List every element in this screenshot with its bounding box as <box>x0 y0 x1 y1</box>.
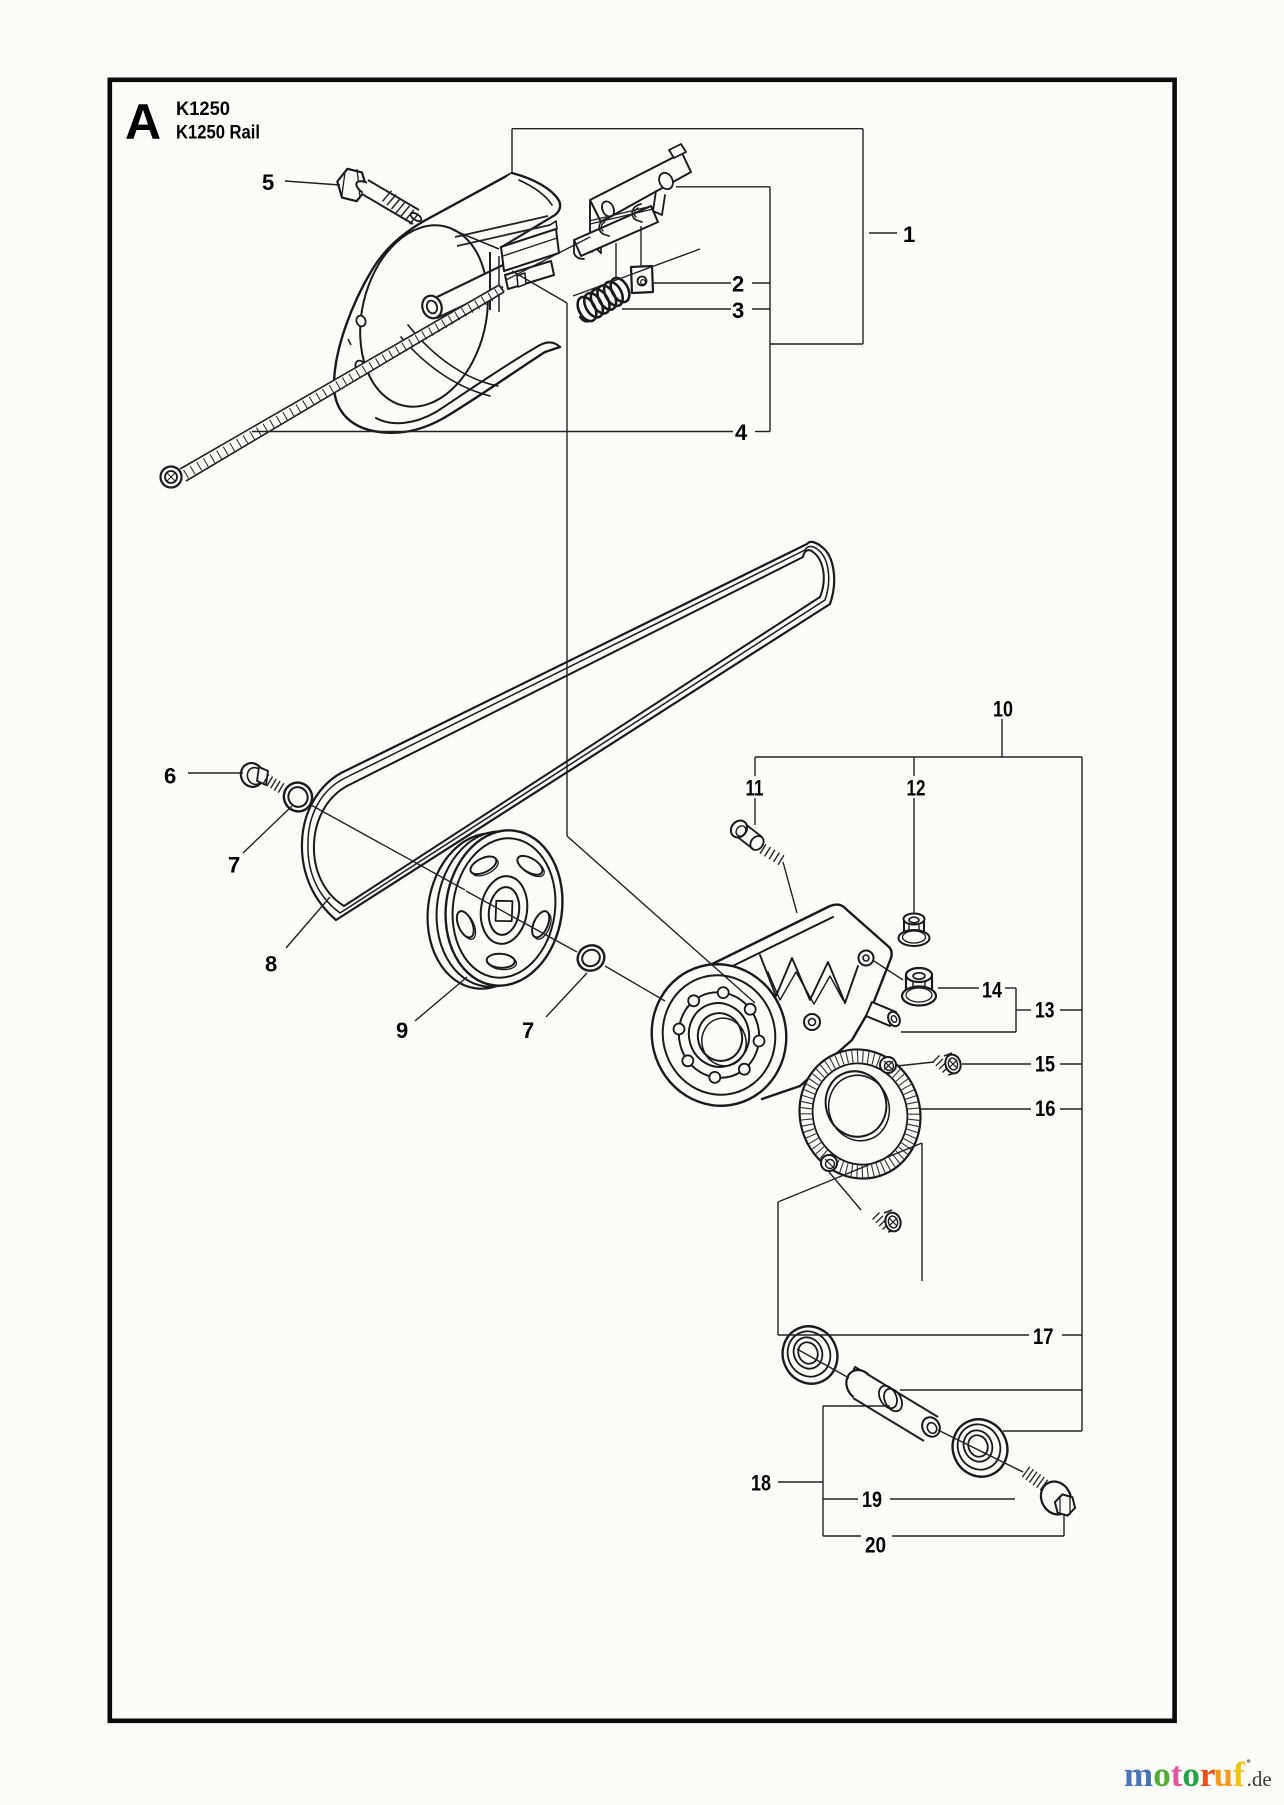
svg-text:r: r <box>1200 1755 1216 1794</box>
svg-text:K1250: K1250 <box>176 98 230 120</box>
svg-text:13: 13 <box>1035 998 1055 1023</box>
svg-text:6: 6 <box>164 764 176 789</box>
svg-text:19: 19 <box>862 1487 882 1512</box>
svg-text:5: 5 <box>262 170 274 195</box>
svg-text:16: 16 <box>1035 1096 1056 1121</box>
svg-text:10: 10 <box>993 697 1013 722</box>
svg-text:1: 1 <box>903 222 915 247</box>
svg-text:18: 18 <box>751 1471 771 1496</box>
svg-text:15: 15 <box>1035 1052 1055 1077</box>
svg-text:.de: .de <box>1247 1767 1272 1791</box>
svg-text:9: 9 <box>396 1018 408 1043</box>
svg-text:14: 14 <box>982 978 1003 1003</box>
svg-text:20: 20 <box>865 1533 886 1558</box>
svg-text:8: 8 <box>265 952 277 977</box>
svg-text:2: 2 <box>732 272 744 297</box>
svg-text:12: 12 <box>907 776 926 801</box>
svg-text:4: 4 <box>735 420 748 445</box>
svg-text:3: 3 <box>732 298 744 323</box>
svg-text:11: 11 <box>746 776 764 801</box>
svg-text:7: 7 <box>522 1018 534 1043</box>
svg-text:t: t <box>1171 1755 1183 1794</box>
svg-text:A: A <box>125 94 161 150</box>
svg-text:u: u <box>1214 1755 1233 1794</box>
svg-text:17: 17 <box>1033 1324 1054 1349</box>
svg-text:7: 7 <box>228 853 240 878</box>
svg-text:f: f <box>1233 1755 1245 1794</box>
svg-text:m: m <box>1124 1755 1153 1794</box>
svg-text:K1250 Rail: K1250 Rail <box>176 122 260 144</box>
svg-text:o: o <box>1153 1755 1171 1794</box>
svg-text:o: o <box>1182 1755 1200 1794</box>
